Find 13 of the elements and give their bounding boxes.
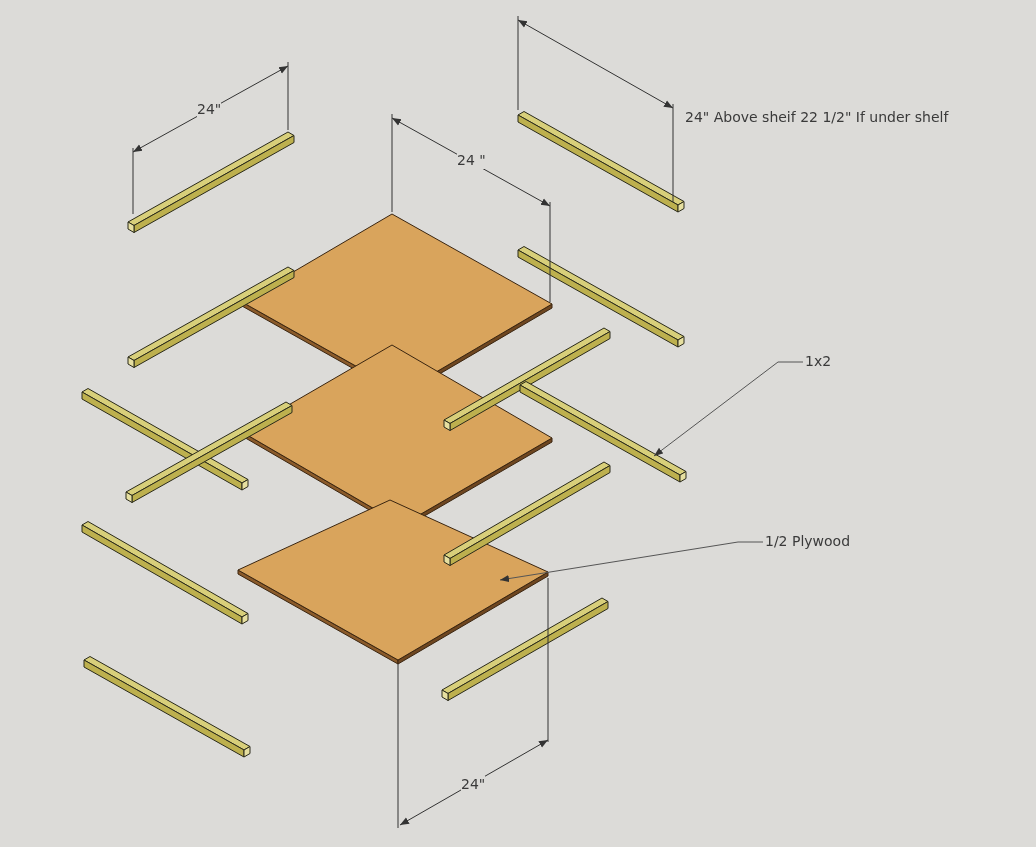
part-label: 1x2 [805,353,832,370]
plywood-sheet [237,499,550,666]
part-label: 1/2 Plywood [765,533,851,550]
wood-strip [517,245,686,348]
wood-strip [519,380,688,483]
leader-line [653,361,804,457]
dimension-label: 24" [197,101,222,118]
dimension-label: 24" [461,776,486,793]
wood-strip [83,655,252,758]
leader-line [499,541,764,583]
wood-strip [517,110,686,213]
dimension-label: 24 " [457,152,486,169]
wood-strip [81,520,250,625]
